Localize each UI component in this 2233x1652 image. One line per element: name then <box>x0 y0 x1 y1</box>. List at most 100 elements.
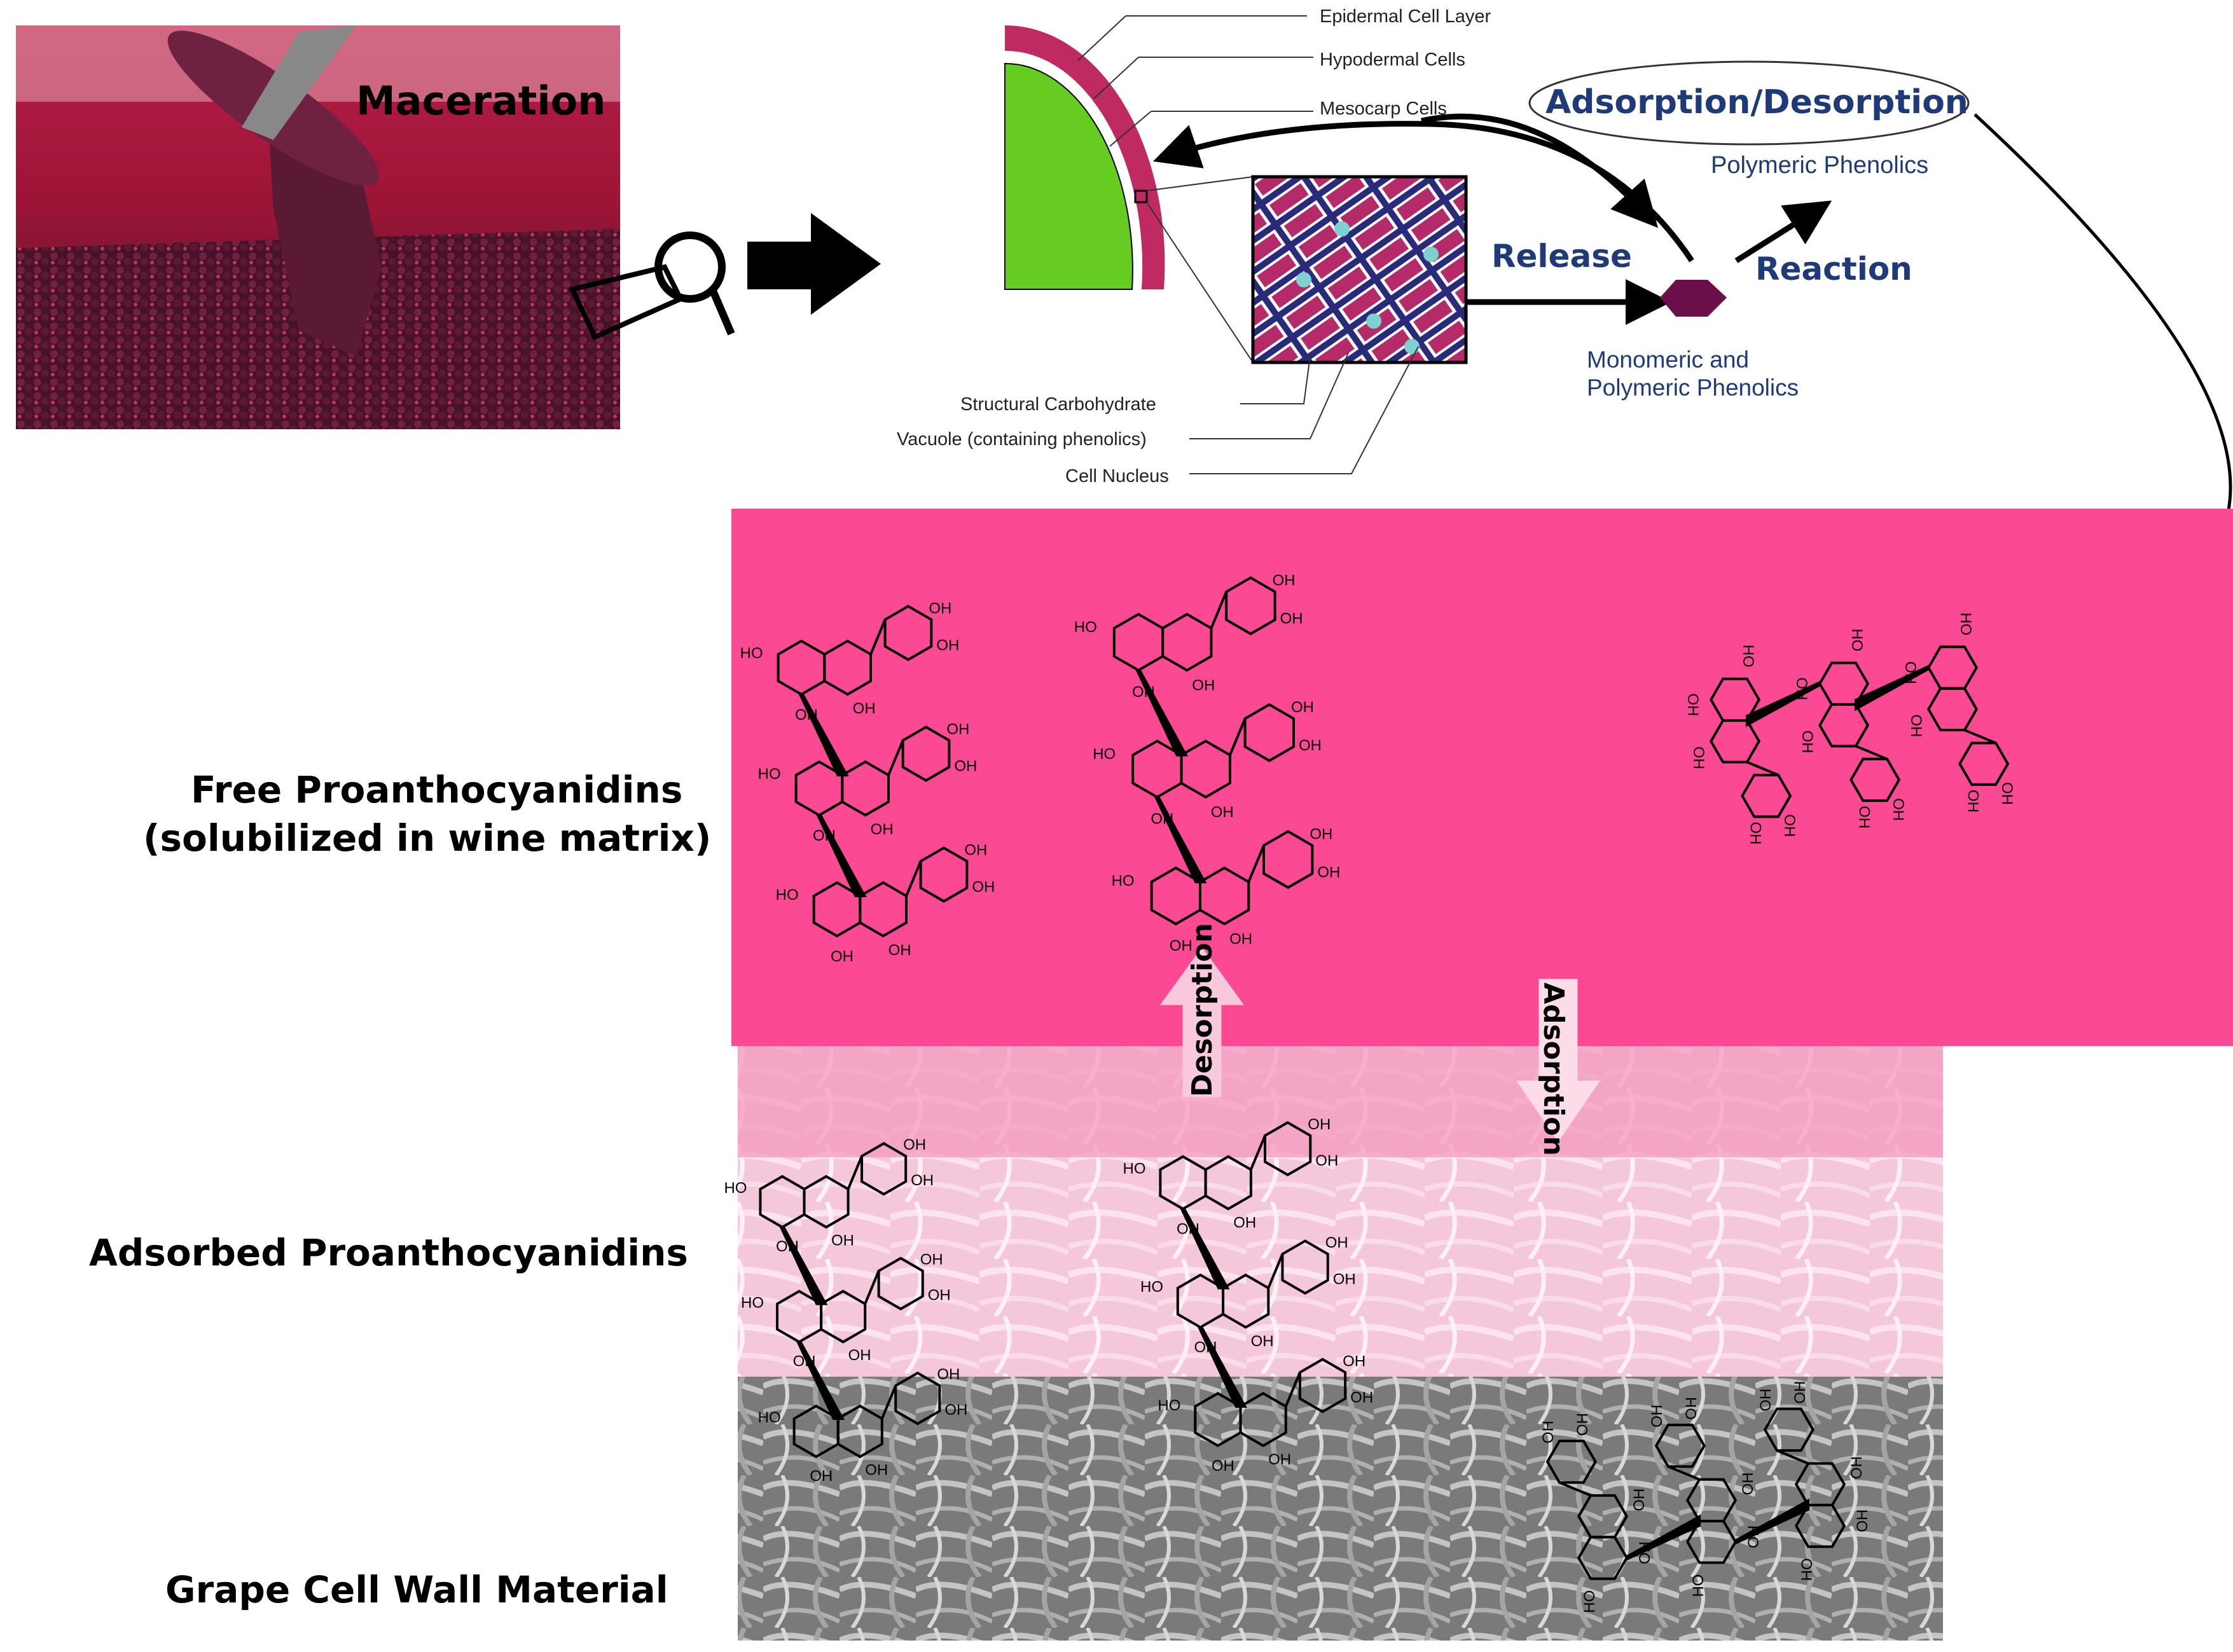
atom-label: OH <box>888 942 911 959</box>
atom-label: HO <box>1123 1160 1146 1177</box>
label-monomeric-1: Monomeric and <box>1587 347 1749 373</box>
atom-label: OH <box>954 757 977 774</box>
maceration-photo: Maceration <box>16 25 620 429</box>
atom-label: OH <box>972 878 995 895</box>
label-reaction: Reaction <box>1755 251 1912 287</box>
atom-label: OH <box>1192 677 1215 694</box>
atom-label: OH <box>871 821 894 838</box>
atom-label: OH <box>1251 1333 1274 1350</box>
atom-label: OH <box>848 1347 871 1364</box>
atom-label: OH <box>1350 1389 1373 1406</box>
label-structural-carbohydrate: Structural Carbohydrate <box>960 394 1156 415</box>
atom-label: HO <box>1093 745 1116 762</box>
atom-label: OH <box>1998 782 2015 805</box>
label-adsorbed: Adsorbed Proanthocyanidins <box>89 1231 688 1274</box>
atom-label: HO <box>740 645 763 662</box>
label-epidermal: Epidermal Cell Layer <box>1320 6 1491 27</box>
label-hypodermal: Hypodermal Cells <box>1320 50 1465 70</box>
bond <box>880 1385 897 1419</box>
atom-label: OH <box>1848 1456 1865 1479</box>
atom-label: OH <box>1273 572 1296 589</box>
magnifier-icon <box>569 231 735 341</box>
label-cell-nucleus: Cell Nucleus <box>1065 466 1169 486</box>
label-desorption: Desorption <box>1186 923 1219 1097</box>
wedge-bond <box>1854 664 1930 712</box>
label-free-2: (solubilized in wine matrix) <box>143 816 711 860</box>
atom-label: OH <box>1746 822 1764 844</box>
atom-label: OH <box>929 600 951 617</box>
atom-label: OH <box>853 700 876 717</box>
atom-label: HO <box>1690 1574 1707 1597</box>
bond <box>1746 761 1779 776</box>
atom-label: OH <box>1333 1270 1356 1288</box>
bond <box>887 740 904 776</box>
atom-label: OH <box>1792 1381 1809 1404</box>
label-adsorption: Adsorption <box>1537 982 1570 1156</box>
atom-label: OH <box>1280 610 1303 628</box>
proanthocyanidin-structures: HO OH OH OH OH HO OH OH OH OH HO OH OH OH OH HO OH OH OH OH… <box>724 572 1373 1485</box>
atom-label: OH <box>1212 1457 1234 1475</box>
wedge-bond <box>796 1340 845 1421</box>
bond <box>1210 591 1228 629</box>
bond <box>905 860 922 897</box>
atom-label: OH <box>1907 714 1925 737</box>
atom-label: HO <box>1074 619 1097 636</box>
label-release: Release <box>1491 238 1632 275</box>
wedge-bond <box>798 693 849 776</box>
wedge-bond <box>1745 680 1822 727</box>
atom-label: OH <box>1317 864 1340 881</box>
wedge-bond <box>1734 1498 1810 1545</box>
label-grape-cell-wall: Grape Cell Wall Material <box>165 1568 668 1611</box>
ring <box>1926 687 1979 732</box>
atom-label: OH <box>1890 798 1907 821</box>
label-adsorption-desorption: Adsorption/Desorption <box>1545 83 1968 121</box>
atom-label: OH <box>1964 790 1981 813</box>
atom-label: OH <box>1683 1397 1700 1420</box>
atom-label: OH <box>920 1251 943 1269</box>
atom-label: OH <box>1170 937 1193 954</box>
atom-label: OH <box>1310 826 1332 843</box>
atom-label: OH <box>1343 1353 1365 1370</box>
atom-label: OH <box>1308 1116 1331 1133</box>
atom-label: OH <box>865 1461 888 1478</box>
atom-label: HO <box>758 766 781 783</box>
atom-label: OH <box>1739 1472 1757 1495</box>
atom-label: HO <box>776 886 799 904</box>
atom-label: OH <box>946 720 969 738</box>
bond <box>847 1155 863 1190</box>
atom-label: OH <box>936 637 959 654</box>
atom-label: HO <box>1739 645 1757 668</box>
bond <box>1229 718 1247 756</box>
atom-label: OH <box>944 1401 967 1419</box>
bond <box>1284 1372 1301 1407</box>
bond <box>1267 1253 1284 1289</box>
label-free-1: Free Proanthocyanidins <box>191 768 682 811</box>
atom-label: OH <box>831 948 854 965</box>
bond <box>1964 729 1996 745</box>
bond <box>1855 745 1888 761</box>
label-vacuole: Vacuole (containing phenolics) <box>897 429 1147 450</box>
atom-label: OH <box>1799 731 1816 754</box>
atom-label: OH <box>1574 1413 1591 1436</box>
atom-label: OH <box>911 1172 934 1189</box>
wall-layer <box>738 1373 1943 1641</box>
label-mesocarp: Mesocarp Cells <box>1320 99 1447 119</box>
atom-label: OH <box>903 1136 926 1153</box>
atom-label: OH <box>831 1232 854 1249</box>
atom-label: HO <box>724 1180 747 1197</box>
atom-label: HO <box>1140 1279 1163 1296</box>
atom-label: OH <box>1211 804 1234 821</box>
atom-label: HO <box>1848 628 1865 651</box>
cell-detail-box <box>1251 175 1468 364</box>
ring <box>1577 1494 1629 1539</box>
atom-label: OH <box>1757 1389 1774 1412</box>
atom-label: OH <box>1299 737 1322 754</box>
wedge-bond <box>1197 1326 1247 1408</box>
atom-label: HO <box>758 1409 781 1426</box>
atom-label: OH <box>1690 747 1707 769</box>
atom-label: OH <box>937 1366 960 1383</box>
wedge-bond <box>1135 669 1188 757</box>
atom-label: OH <box>1855 806 1872 829</box>
phenolic-hexagon <box>1660 280 1727 317</box>
